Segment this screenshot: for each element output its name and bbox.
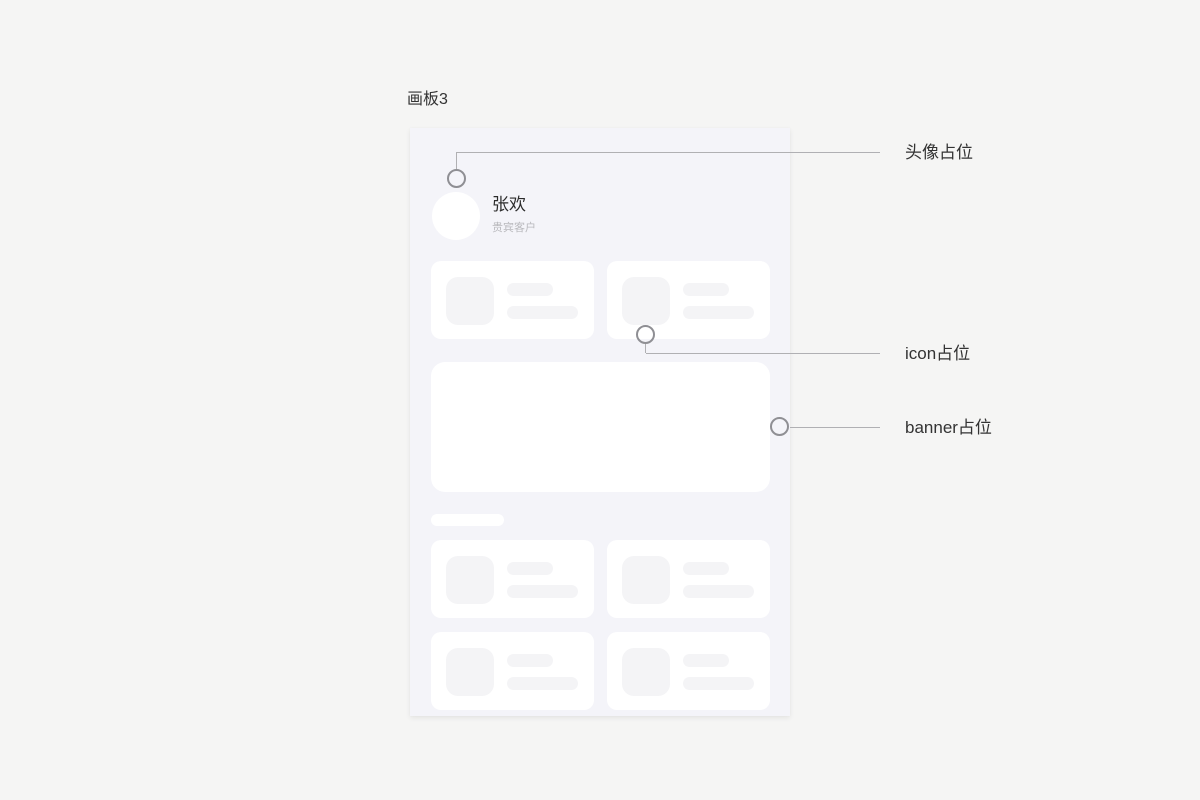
avatar-placeholder xyxy=(432,192,480,240)
icon-placeholder xyxy=(622,277,670,325)
text-bar-placeholder xyxy=(683,585,754,598)
artboard[interactable]: 张欢 贵宾客户 xyxy=(410,128,790,716)
text-bar-placeholder xyxy=(683,562,729,575)
leader-line xyxy=(790,427,880,428)
icon-placeholder xyxy=(622,648,670,696)
text-bar-placeholder xyxy=(507,562,553,575)
artboard-title[interactable]: 画板3 xyxy=(407,91,448,108)
leader-line xyxy=(645,344,646,353)
card-placeholder xyxy=(607,540,770,618)
card-placeholder xyxy=(431,540,594,618)
annotation-icon: icon占位 xyxy=(905,344,971,363)
user-subtitle: 贵宾客户 xyxy=(492,222,536,234)
icon-placeholder xyxy=(446,277,494,325)
annotation-avatar: 头像占位 xyxy=(905,143,973,162)
text-bar-placeholder xyxy=(507,306,578,319)
user-name: 张欢 xyxy=(492,195,526,214)
text-bar-placeholder xyxy=(683,306,754,319)
text-bar-placeholder xyxy=(507,654,553,667)
card-placeholder xyxy=(431,632,594,710)
circle-marker-banner xyxy=(770,417,789,436)
text-bar-placeholder xyxy=(683,283,729,296)
icon-placeholder xyxy=(622,556,670,604)
card-placeholder xyxy=(607,632,770,710)
circle-marker-avatar xyxy=(447,169,466,188)
card-placeholder xyxy=(607,261,770,339)
section-title-placeholder xyxy=(431,514,504,526)
leader-line xyxy=(646,353,880,354)
leader-line xyxy=(456,152,457,169)
circle-marker-icon xyxy=(636,325,655,344)
text-bar-placeholder xyxy=(507,585,578,598)
icon-placeholder xyxy=(446,556,494,604)
text-bar-placeholder xyxy=(507,677,578,690)
card-placeholder xyxy=(431,261,594,339)
text-bar-placeholder xyxy=(683,677,754,690)
icon-placeholder xyxy=(446,648,494,696)
annotation-banner: banner占位 xyxy=(905,418,992,437)
leader-line xyxy=(457,152,880,153)
text-bar-placeholder xyxy=(683,654,729,667)
text-bar-placeholder xyxy=(507,283,553,296)
banner-placeholder xyxy=(431,362,770,492)
